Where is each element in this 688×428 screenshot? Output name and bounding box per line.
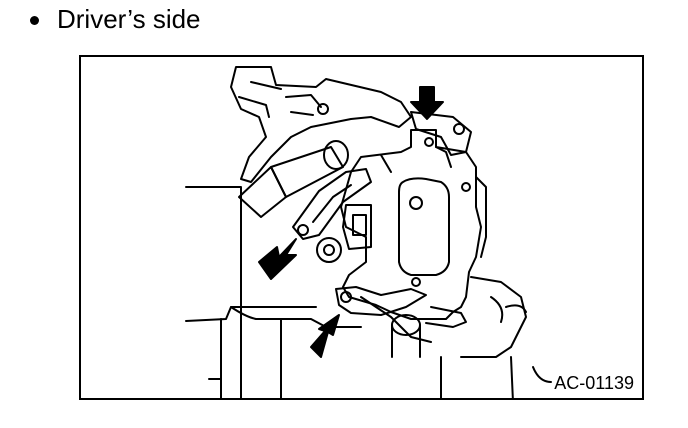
- left-body-line: [185, 186, 242, 398]
- bottom-arrow: [310, 314, 340, 358]
- housing-bolt-1: [317, 103, 329, 115]
- main-bracket: [340, 129, 482, 320]
- right-frame-line: [440, 356, 514, 398]
- heading-text: Driver’s side: [57, 3, 201, 34]
- lever-latch: [342, 204, 372, 250]
- grommet-outer: [316, 237, 342, 263]
- lever-latch-detail: [352, 214, 367, 236]
- bracket-hole: [409, 196, 423, 210]
- bracket-inner-panel: [398, 177, 450, 276]
- top-housing: [230, 66, 412, 183]
- lower-lever: [335, 286, 427, 316]
- lower-pulley-shaft: [391, 324, 421, 358]
- mechanical-illustration: AC-01139: [79, 55, 644, 400]
- top-arrow: [410, 86, 444, 120]
- bracket-screw-lower: [411, 277, 421, 287]
- bullet-icon: [30, 15, 39, 25]
- lower-lever-screw: [340, 291, 352, 303]
- bracket-screw-right: [461, 182, 471, 192]
- body-bottom-outline: [220, 318, 282, 398]
- connector-end: [323, 140, 349, 170]
- section-heading: Driver’s side: [30, 2, 201, 36]
- top-housing-rib: [238, 81, 322, 118]
- left-arrow: [258, 238, 297, 280]
- bracket-lower-foot: [425, 306, 467, 328]
- left-lower-line: [185, 306, 317, 322]
- lever-screw: [297, 224, 309, 236]
- body-lower-outline: [230, 306, 362, 328]
- lever-slot: [312, 184, 352, 223]
- lever-arm: [292, 168, 372, 240]
- connector-cap: [238, 166, 287, 218]
- housing-bolt-2: [453, 123, 465, 135]
- grommet-inner: [323, 244, 335, 256]
- figure-code: AC-01139: [552, 373, 636, 394]
- right-wire: [490, 296, 527, 323]
- right-lower-housing: [460, 276, 527, 358]
- figure-label-leader: [532, 366, 552, 383]
- bracket-screw-top: [424, 137, 434, 147]
- illustration-drawing: [185, 66, 552, 398]
- bracket-flange: [380, 146, 487, 258]
